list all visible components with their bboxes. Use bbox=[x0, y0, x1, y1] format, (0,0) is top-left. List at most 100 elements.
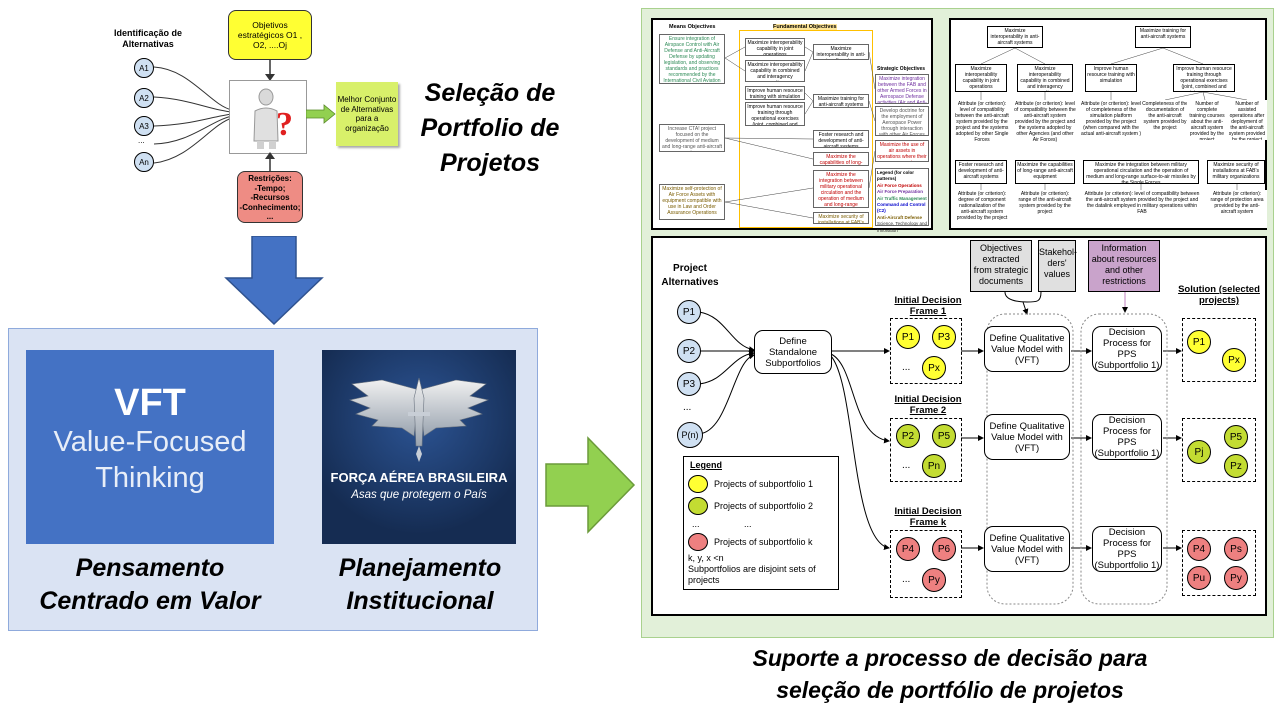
means-objectives-title: Means Objectives bbox=[669, 24, 716, 30]
decision-2-line-2: Process for PPS bbox=[1102, 426, 1152, 448]
information-line-4: restrictions bbox=[1102, 276, 1146, 286]
decision-k-line-3: (Subportfolio 1) bbox=[1094, 560, 1160, 571]
qual-model-k-line-2: Value Model with bbox=[991, 543, 1063, 555]
legend-yellow-swatch bbox=[688, 475, 708, 493]
stakeholders-line-3: values bbox=[1043, 269, 1070, 279]
legend-item-4: ... bbox=[744, 519, 752, 529]
qual-model-node-k: Define Qualitative Value Model with (VFT… bbox=[984, 526, 1070, 572]
attr-mid-4: Improve human resource training through … bbox=[1173, 64, 1235, 92]
frame1-p3: P3 bbox=[932, 325, 956, 349]
means-box-3: Maximize self-protection of Air Force As… bbox=[659, 184, 725, 220]
vft-subtitle-1: Value-Focused bbox=[53, 426, 247, 458]
project-p2: P2 bbox=[677, 339, 701, 363]
thinking-person-picture: ? bbox=[229, 80, 307, 154]
fund-box-5: Foster research and development of anti-… bbox=[813, 130, 869, 148]
frame2-ellipsis: ... bbox=[902, 460, 911, 471]
strategic-box-2: Develop doctrine for the employment of A… bbox=[875, 106, 929, 136]
decision-node-2: Decision Process for PPS (Subportfolio 1… bbox=[1092, 414, 1162, 460]
project-alternatives-label: Project Alternatives bbox=[654, 262, 726, 290]
define-standalone-line-3: Subportfolios bbox=[765, 357, 821, 369]
decision-2-line-3: (Subportfolio 1) bbox=[1094, 448, 1160, 459]
frame-k-label-line-1: Initial Decision bbox=[894, 506, 962, 517]
legend-item-2: Projects of subportfolio 2 bbox=[714, 501, 814, 511]
means-box-1: Ensure integration of Airspace Control w… bbox=[659, 34, 725, 84]
attr-bottom-text-3: Attribute (or criterion): level of compa… bbox=[1081, 190, 1203, 228]
frame-1 bbox=[890, 318, 962, 384]
fab-name: FORÇA AÉREA BRASILEIRA bbox=[330, 470, 508, 485]
legend-green-swatch bbox=[688, 497, 708, 515]
frame-k bbox=[890, 530, 962, 598]
qual-model-k-line-3: (VFT) bbox=[1014, 554, 1040, 566]
color-legend-title: Legend (for color patterns) bbox=[877, 170, 914, 182]
stakeholders-box: Stakehol- ders' values bbox=[1038, 240, 1077, 292]
vft-box: VFT Value-Focused Thinking bbox=[26, 350, 274, 544]
frame2-p5: P5 bbox=[932, 424, 956, 448]
fund-box-8: Maximize security of installations at FA… bbox=[813, 212, 869, 224]
objectives-extracted-box: Objectives extracted from strategic docu… bbox=[970, 240, 1032, 292]
attr-text-2: Attribute (or criterion): level of compa… bbox=[1013, 100, 1077, 146]
framek-py: Py bbox=[922, 568, 946, 592]
fund-box-4: Improve human resource training through … bbox=[745, 102, 805, 126]
fund-right-box-2: Maximize training for anti-aircraft syst… bbox=[813, 94, 869, 108]
framek-ellipsis: ... bbox=[902, 574, 911, 585]
solutionk-p4: P4 bbox=[1187, 537, 1211, 561]
legend-note-line-1: k, y, x <n bbox=[688, 553, 724, 563]
project-alternatives-line-1: Project bbox=[673, 263, 707, 274]
frame1-p1: P1 bbox=[896, 325, 920, 349]
frame-1-label: Initial Decision Frame 1 bbox=[886, 295, 970, 317]
caption-right-line-1: Planejamento bbox=[338, 554, 502, 582]
portfolio-selection-heading: Seleção de Portfolio de Projetos bbox=[408, 76, 572, 181]
qual-model-1-line-2: Value Model with bbox=[991, 343, 1063, 355]
fund-box-1: Maximize interoperability capability in … bbox=[745, 38, 805, 56]
attr-text-6: Number of assisted operations after depl… bbox=[1227, 100, 1267, 140]
attr-bottom-text-1: Attribute (or criterion): degree of comp… bbox=[953, 190, 1011, 228]
caption-right-line-2: Institucional bbox=[346, 587, 494, 615]
caption-institutional-planning: Planejamento Institucional bbox=[310, 552, 530, 618]
fab-wings-emblem bbox=[322, 350, 516, 544]
legend-anti-aircraft: Anti-Aircraft Defense bbox=[877, 214, 923, 220]
restrictions-line-4: -Conhecimento; bbox=[239, 202, 301, 212]
solution1-p1: P1 bbox=[1187, 330, 1211, 354]
decision-2-line-1: Decision bbox=[1108, 415, 1146, 426]
objectives-links bbox=[724, 46, 876, 219]
attr-mid-3: Improve human resource training with sim… bbox=[1085, 64, 1137, 92]
frame-1-label-line-2: Frame 1 bbox=[909, 306, 947, 317]
frame-k-label: Initial Decision Frame k bbox=[886, 506, 970, 528]
qual-model-node-1: Define Qualitative Value Model with (VFT… bbox=[984, 326, 1070, 372]
define-standalone-node: Define Standalone Subportfolios bbox=[754, 330, 832, 374]
best-set-text: Melhor Conjunto de Alternativas para a o… bbox=[337, 95, 397, 133]
fab-emblem-box: FORÇA AÉREA BRASILEIRA Asas que protegem… bbox=[322, 350, 516, 544]
objectives-extracted-line-2: extracted bbox=[982, 254, 1020, 264]
heading-line-1: Seleção de bbox=[424, 79, 556, 107]
project-ellipsis: ... bbox=[683, 402, 692, 413]
restrictions-line-1: Restrições: bbox=[248, 174, 292, 183]
solution-frame-2 bbox=[1182, 418, 1256, 482]
legend-note-line-2: Subportfolios are disjoint sets of bbox=[688, 564, 816, 574]
qual-model-node-2: Define Qualitative Value Model with (VFT… bbox=[984, 414, 1070, 460]
caption-value-thinking: Pensamento Centrado em Valor bbox=[10, 552, 290, 618]
decision-node-k: Decision Process for PPS (Subportfolio 1… bbox=[1092, 526, 1162, 572]
decision-1-line-2: Process for PPS bbox=[1102, 338, 1152, 360]
objectives-extracted-line-3: from strategic bbox=[973, 265, 1029, 275]
fundamental-objectives-title: Fundamental Objectives bbox=[773, 24, 837, 30]
down-arrow bbox=[224, 236, 324, 326]
attr-bottom-text-4: Attribute (or criterion): range of prote… bbox=[1207, 190, 1267, 228]
frame1-px: Px bbox=[922, 356, 946, 380]
attr-text-4: Completeness of the documentation of the… bbox=[1141, 100, 1189, 140]
decision-k-line-2: Process for PPS bbox=[1102, 538, 1152, 560]
attr-text-3: Attribute (or criterion): level of compl… bbox=[1079, 100, 1143, 146]
attr-bottom-3: Maximize the integration between militar… bbox=[1083, 160, 1199, 184]
attr-mid-2: Maximize interoperability capability in … bbox=[1017, 64, 1073, 92]
solution-label: Solution (selected projects) bbox=[1176, 284, 1262, 306]
solution-label-line-2: projects) bbox=[1198, 295, 1240, 306]
solution-frame-k bbox=[1182, 530, 1256, 596]
decision-support-caption: Suporte a processo de decisão para seleç… bbox=[690, 642, 1210, 706]
solution2-pj: Pj bbox=[1187, 440, 1211, 464]
attr-bottom-1: Foster research and development of anti-… bbox=[955, 160, 1007, 184]
attributes-links bbox=[980, 47, 1248, 190]
qual-model-k-line-1: Define Qualitative bbox=[989, 532, 1065, 544]
strategic-objectives-title: Strategic Objectives bbox=[877, 66, 926, 72]
means-box-2: Increase CTA! project focused on the dev… bbox=[659, 124, 725, 152]
information-line-3: and other bbox=[1104, 265, 1144, 275]
qual-model-2-line-1: Define Qualitative bbox=[989, 420, 1065, 432]
